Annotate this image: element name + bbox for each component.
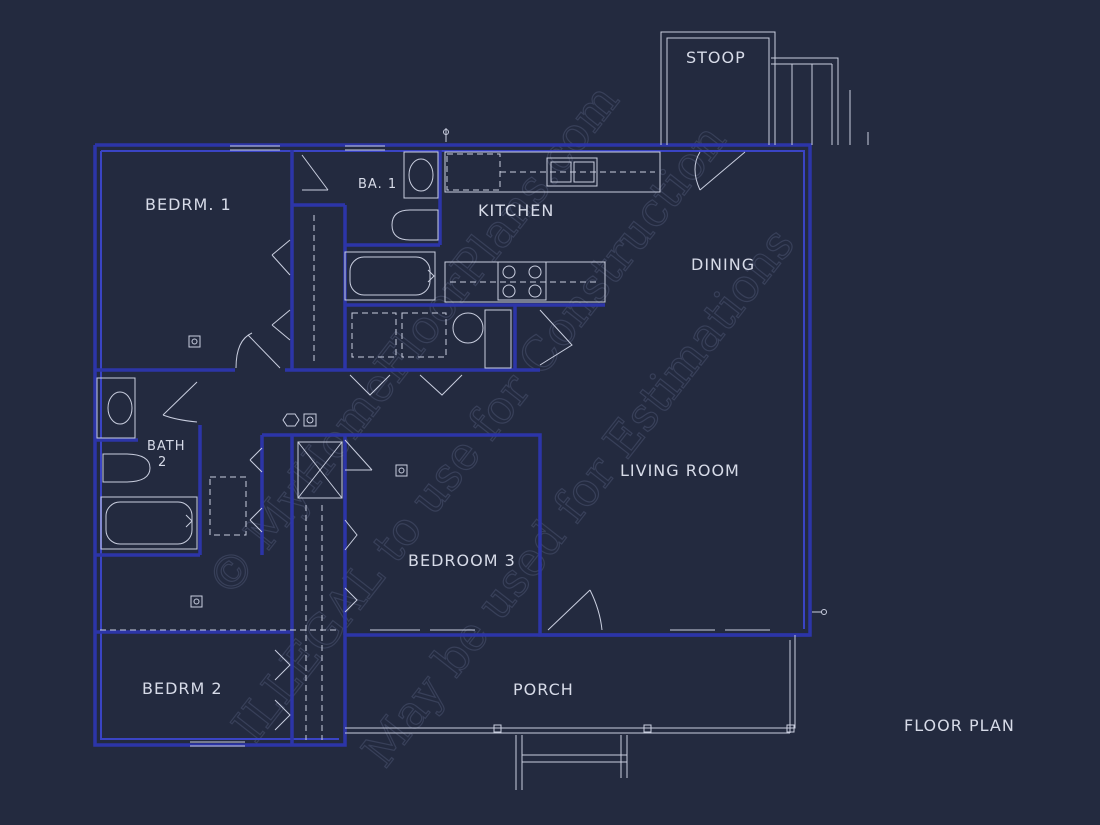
label-dining: DINING [691,255,755,274]
label-bath2-line2: 2 [158,455,167,470]
label-bath1: BA. 1 [358,177,397,192]
bath2-fixtures [96,377,247,550]
symbols [188,128,827,615]
drawing-title: FLOOR PLAN [904,716,1015,735]
porch [345,635,796,790]
doors [162,151,746,731]
kitchen-fixtures [351,151,661,369]
label-porch: PORCH [513,680,574,699]
label-living-room: LIVING ROOM [620,461,740,480]
room-labels: STOOP BEDRM. 1 BA. 1 KITCHEN DINING BATH… [142,48,1015,735]
label-bath2-line1: BATH [147,439,186,454]
windows [190,145,770,747]
label-bedroom3: BEDROOM 3 [408,551,516,570]
label-bedroom1: BEDRM. 1 [145,195,232,214]
label-stoop: STOOP [686,48,746,67]
exterior-walls [93,143,812,747]
bath1-fixtures [344,151,439,301]
label-bedroom2: BEDRM 2 [142,679,223,698]
stoop [660,31,869,145]
hall-closet [100,215,343,740]
interior-walls [95,150,605,745]
label-kitchen: KITCHEN [478,201,554,220]
